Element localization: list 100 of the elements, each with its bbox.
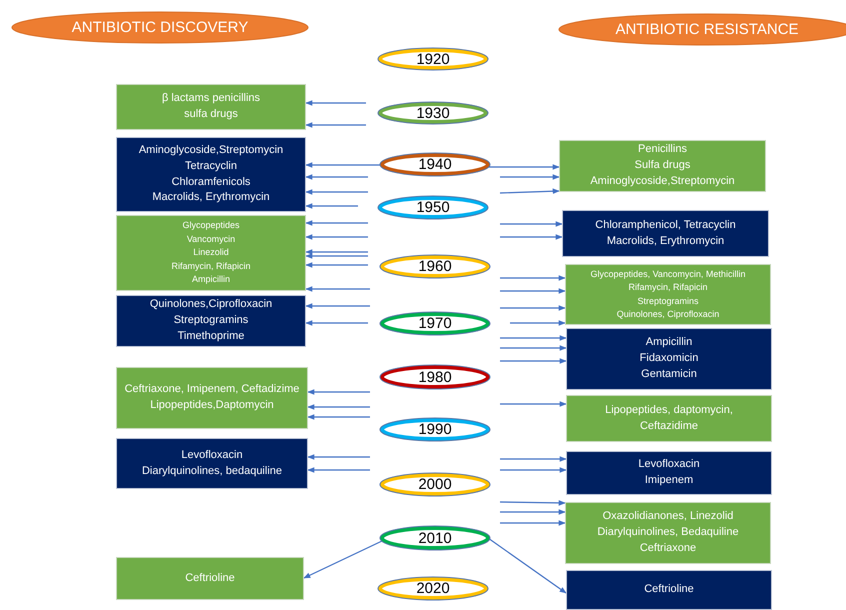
arrow	[307, 414, 370, 420]
arrow	[305, 174, 368, 180]
arrow	[510, 320, 566, 326]
drug-list-text: Levofloxacin	[638, 457, 700, 472]
drug-list-text: Tetracyclin	[185, 158, 237, 174]
year-label: 1980	[418, 370, 452, 384]
drug-box	[566, 395, 772, 442]
arrow	[488, 538, 567, 594]
drug-list-text: Imipenem	[644, 473, 694, 488]
drug-list-text: Aminoglycoside,Streptomycin	[590, 174, 735, 189]
arrow	[305, 100, 366, 106]
drug-list-text: Glycopeptides, Vancomycin, Methicillin	[590, 268, 746, 281]
arrow	[305, 122, 366, 128]
drug-list-text: Diarylquinolines, Bedaquiline	[597, 525, 739, 540]
drug-list-text: Timethoprime	[178, 328, 244, 344]
drug-list-text: Macrolids, Erythromycin	[606, 234, 724, 248]
arrow	[307, 389, 370, 395]
drug-box	[116, 438, 308, 489]
year-label: 2010	[418, 530, 452, 546]
arrow	[305, 286, 370, 292]
arrow	[305, 203, 358, 209]
drug-list-text: Gentamicin	[641, 366, 697, 382]
arrow	[305, 320, 368, 326]
year-ellipse	[378, 196, 488, 219]
drug-list-text: Quinolones, Ciprofloxacin	[616, 308, 720, 321]
year-label: 1940	[418, 157, 452, 172]
arrow	[305, 220, 368, 226]
drug-list-text: Diarylquinolines, bedaquiline	[142, 464, 282, 478]
drug-box	[116, 295, 306, 347]
year-ellipse	[378, 48, 488, 70]
drug-list-text: Chloramfenicols	[172, 174, 250, 190]
drug-list-text: Sulfa drugs	[634, 158, 690, 174]
arrow	[305, 162, 382, 168]
arrow	[307, 467, 370, 473]
drug-list-text: β lactams penicillins	[162, 91, 260, 106]
arrow	[500, 467, 567, 473]
drug-list-text: Levofloxacin	[181, 448, 243, 463]
drug-list-text: Rifamycin, Rifapicin	[628, 281, 708, 294]
year-label: 2020	[416, 581, 450, 596]
year-ellipse	[378, 577, 488, 600]
arrow	[305, 303, 370, 309]
arrow	[500, 520, 566, 526]
drug-box	[562, 210, 769, 257]
drug-list-text: Ceftriaxone	[640, 540, 696, 556]
drug-list-text: Penicillins	[638, 142, 687, 158]
drug-list-text: Quinolones,Ciprofloxacin	[150, 297, 272, 312]
drug-list-text: Ceftriaxone, Imipenem, Ceftadizime	[124, 382, 300, 398]
drug-list-text: Oxazolidianones, Linezolid	[602, 509, 734, 524]
drug-box	[116, 367, 308, 429]
header-ellipse	[10, 10, 310, 45]
year-label: 1920	[416, 52, 450, 66]
year-label: 1970	[418, 316, 452, 331]
year-label: 1950	[416, 200, 450, 215]
header-label: ANTIBIOTIC RESISTANCE	[615, 21, 799, 38]
arrow	[307, 404, 370, 410]
drug-list-text: Macrolids, Erythromycin	[152, 190, 270, 206]
arrow	[500, 345, 567, 351]
drug-list-text: Streptogramins	[637, 294, 699, 308]
arrow	[307, 454, 370, 460]
arrow	[488, 164, 560, 170]
drug-list-text: Glycopeptides	[182, 219, 240, 232]
drug-list-text: Vancomycin	[186, 232, 236, 246]
drug-box	[565, 264, 771, 325]
arrow	[305, 249, 368, 255]
arrow	[500, 456, 567, 462]
drug-box	[565, 502, 771, 564]
year-label: 1990	[418, 422, 452, 437]
drug-box	[559, 140, 766, 192]
drug-list-text: sulfa drugs	[184, 107, 238, 122]
arrow	[500, 335, 567, 341]
year-ellipse	[380, 312, 490, 335]
drug-box	[116, 215, 306, 291]
arrow	[500, 358, 567, 364]
drug-list-text: Ampicillin	[646, 335, 692, 350]
drug-list-text: Rifamycin, Rifapicin	[171, 260, 251, 273]
drug-box	[566, 570, 772, 610]
arrow	[500, 500, 566, 506]
drug-box	[116, 84, 306, 130]
drug-box	[566, 328, 772, 390]
year-label: 2000	[418, 477, 452, 492]
arrow	[500, 401, 567, 407]
year-ellipse	[380, 255, 490, 278]
year-ellipse	[380, 153, 490, 176]
header-label: ANTIBIOTIC DISCOVERY	[72, 19, 248, 36]
arrow	[500, 174, 560, 180]
arrow	[500, 288, 566, 294]
arrow	[305, 253, 368, 259]
year-label: 1930	[416, 106, 450, 120]
year-ellipse	[380, 526, 490, 550]
drug-list-text: Lipopeptides,Daptomycin	[150, 398, 274, 413]
arrow	[305, 189, 368, 195]
drug-box	[566, 451, 772, 495]
drug-list-text: Linezolid	[193, 246, 229, 260]
arrow	[500, 509, 566, 515]
drug-list-text: Streptogramins	[174, 313, 248, 328]
arrow	[500, 221, 563, 227]
year-label: 1960	[418, 259, 452, 274]
year-ellipse	[380, 418, 490, 441]
arrow	[305, 234, 368, 240]
drug-box	[116, 137, 306, 212]
